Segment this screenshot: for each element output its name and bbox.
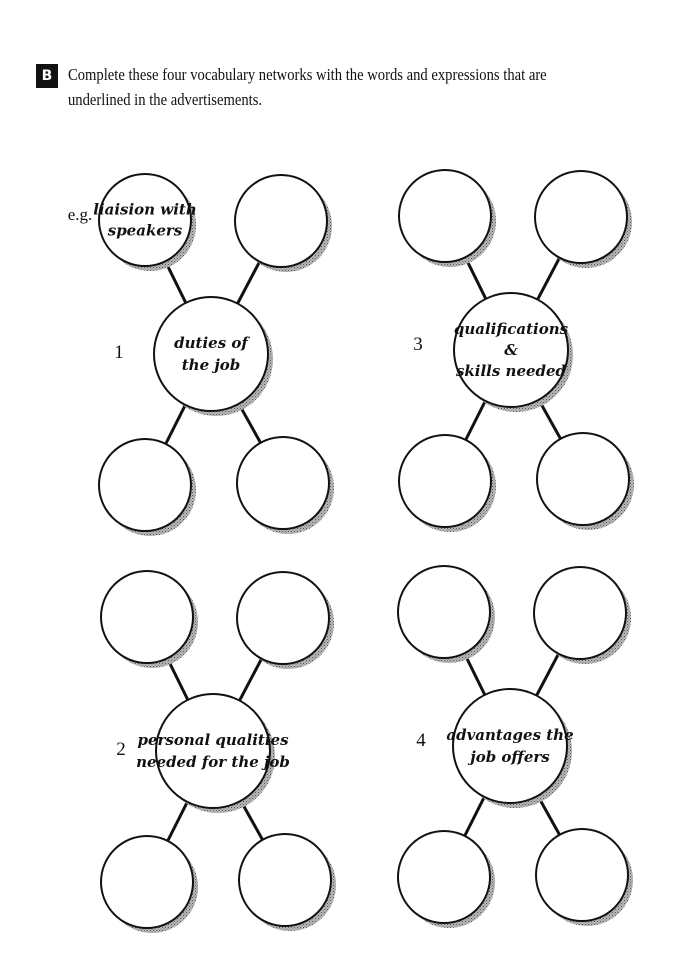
network-number: 3 bbox=[413, 334, 423, 355]
network-number: 2 bbox=[116, 739, 126, 760]
answer-bubble bbox=[535, 828, 629, 922]
answer-bubble bbox=[398, 434, 492, 528]
answer-bubble bbox=[236, 436, 330, 530]
network-center-bubble bbox=[155, 693, 271, 809]
answer-bubble bbox=[100, 835, 194, 929]
example-label: e.g. bbox=[68, 205, 93, 224]
answer-bubble bbox=[536, 432, 630, 526]
network-center-bubble bbox=[453, 292, 569, 408]
exercise-badge: B bbox=[36, 64, 58, 88]
answer-bubble bbox=[238, 833, 332, 927]
answer-bubble bbox=[534, 170, 628, 264]
answer-bubble bbox=[100, 570, 194, 664]
answer-bubble bbox=[98, 173, 192, 267]
answer-bubble bbox=[236, 571, 330, 665]
answer-bubble bbox=[397, 830, 491, 924]
instruction-text: Complete these four vocabulary networks … bbox=[68, 65, 547, 109]
network-center-bubble bbox=[452, 688, 568, 804]
answer-bubble bbox=[398, 169, 492, 263]
network-3: qualifications&skills needed 3 bbox=[398, 169, 634, 532]
network-number: 4 bbox=[416, 730, 426, 751]
network-center-bubble bbox=[153, 296, 269, 412]
network-number: 1 bbox=[114, 342, 124, 363]
answer-bubble bbox=[397, 565, 491, 659]
answer-bubble bbox=[234, 174, 328, 268]
answer-bubble bbox=[533, 566, 627, 660]
answer-bubble bbox=[98, 438, 192, 532]
network-center-label: qualifications&skills needed bbox=[454, 320, 569, 380]
